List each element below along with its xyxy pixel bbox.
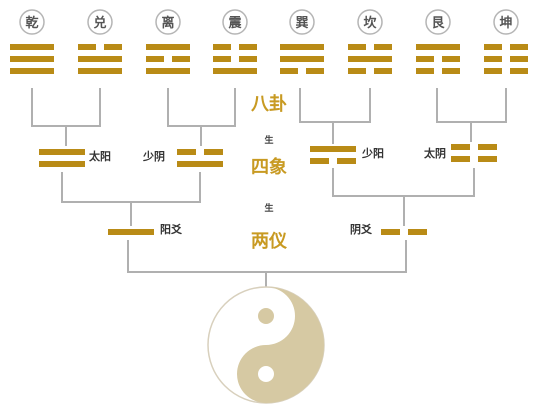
trigram-4-yin-line-left [280,68,298,74]
four-image-0-yang-line [39,161,85,167]
four-image-label: 太阴 [423,146,446,160]
taiji-icon [207,286,325,404]
four-image-0-yang-line [39,149,85,155]
trigram-7-yin-line-left [484,68,502,74]
trigram-1-yang-line [78,68,122,74]
trigram-name: 离 [161,15,174,31]
four-image-2-yang-line [310,146,356,152]
four-image-3-yin-line-right [478,144,497,150]
stage-sixiang-label: 四象 [251,156,287,178]
trigram-3-yang-line [213,68,257,74]
trigram-3-yin-line-left [213,44,231,50]
trigram-4-yang-line [280,56,324,62]
trigram-5-yin-line-right [374,68,392,74]
two-mode-label: 阴爻 [350,222,373,236]
two-mode-1-yin-line-left [381,229,400,235]
trigram-5-yin-line-right [374,44,392,50]
trigram-5-yin-line-left [348,44,366,50]
two-mode-label: 阳爻 [160,222,183,236]
trigram-name-circle [289,9,315,35]
trigram-name-circle [19,9,45,35]
trigram-7-yin-line-right [510,56,528,62]
two-mode-1-yin-line-right [408,229,427,235]
trigram-name: 艮 [431,16,445,31]
trigram-5-yin-line-left [348,68,366,74]
trigram-6-yin-line-right [442,56,460,62]
trigram-3-yin-line-right [239,44,257,50]
trigram-name-circle [357,9,383,35]
trigram-3-yin-line-right [239,56,257,62]
trigram-name: 坎 [363,15,376,31]
trigram-name-circle [87,9,113,35]
trigram-2-yang-line [146,68,190,74]
trigram-1-yin-line-right [104,44,122,50]
trigram-3-yin-line-left [213,56,231,62]
trigram-name: 巽 [295,16,308,31]
stage-bagua-label: 八卦 [251,93,287,115]
trigram-2-yang-line [146,44,190,50]
four-image-1-yang-line [177,161,223,167]
four-image-3-yin-line-right [478,156,497,162]
trigram-6-yin-line-right [442,68,460,74]
four-image-2-yin-line-left [310,158,329,164]
four-image-3-yin-line-left [451,156,470,162]
trigram-1-yang-line [78,56,122,62]
four-images-layer: 太阳 少阴 少阳 太阴 [39,144,497,167]
trigram-2-yin-line-left [146,56,164,62]
trigram-2-yin-line-right [172,56,190,62]
trigram-name: 坤 [499,15,512,31]
trigram-name-circle [155,9,181,35]
trigram-4-yang-line [280,44,324,50]
two-modes-layer: 阳爻 阴爻 [108,222,427,236]
two-mode-0-yang-line [108,229,154,235]
trigram-1-yin-line-left [78,44,96,50]
trigram-name-circle [493,9,519,35]
trigram-layer: 乾兑离震巽坎艮坤 [10,9,528,74]
four-image-label: 少阳 [361,146,384,160]
trigram-6-yin-line-left [416,56,434,62]
trigram-name: 震 [227,16,242,31]
center-stage-box [240,84,298,262]
four-image-label: 太阳 [88,149,111,163]
trigram-0-yang-line [10,68,54,74]
trigram-name-circle [425,9,451,35]
stage-labels: 八卦 生 四象 生 两仪 [251,93,288,252]
sheng-label-1: 生 [264,134,273,146]
trigram-7-yin-line-right [510,68,528,74]
four-image-1-yin-line-right [204,149,223,155]
trigram-4-yin-line-right [306,68,324,74]
four-image-2-yin-line-right [337,158,356,164]
four-image-label: 少阴 [142,149,165,163]
trigram-7-yin-line-left [484,44,502,50]
trigram-6-yin-line-left [416,68,434,74]
trigram-name: 兑 [93,15,106,31]
trigram-7-yin-line-right [510,44,528,50]
trigram-5-yang-line [348,56,392,62]
trigram-name-circle [222,9,248,35]
trigram-name: 乾 [25,15,38,31]
trigram-0-yang-line [10,44,54,50]
trigram-0-yang-line [10,56,54,62]
trigram-7-yin-line-left [484,56,502,62]
four-image-3-yin-line-left [451,144,470,150]
four-image-1-yin-line-left [177,149,196,155]
sheng-label-2: 生 [264,202,273,214]
trigram-6-yang-line [416,44,460,50]
stage-liangyi-label: 两仪 [251,231,288,252]
